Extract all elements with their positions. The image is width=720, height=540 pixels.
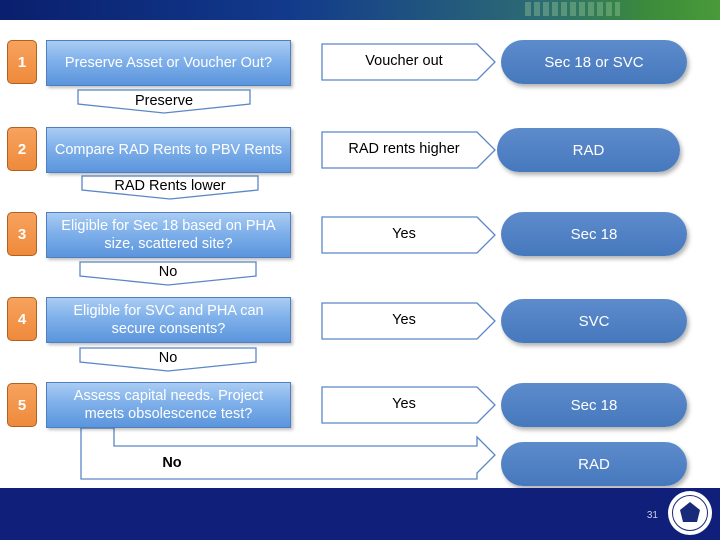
down-label-4: No	[158, 350, 178, 366]
page-number: 31	[646, 510, 658, 521]
footer-bar: 31	[0, 488, 720, 540]
side-label-3: Yes	[392, 226, 416, 242]
outcome-2: RAD	[497, 128, 680, 172]
down-arrow-2	[81, 175, 259, 200]
agency-seal-icon	[668, 491, 712, 535]
down-label-3: No	[158, 264, 178, 280]
outcome-4: SVC	[501, 299, 687, 343]
final-no-arrow	[80, 427, 496, 480]
question-box-5: Assess capital needs. Project meets obso…	[46, 382, 291, 428]
side-label-4: Yes	[392, 312, 416, 328]
down-arrow-3	[79, 261, 257, 286]
down-arrow-1	[77, 89, 251, 114]
side-arrow-1	[321, 43, 496, 81]
down-label-1: Preserve	[134, 93, 194, 109]
question-box-2: Compare RAD Rents to PBV Rents	[46, 127, 291, 173]
step-number-5: 5	[7, 383, 37, 427]
question-box-1: Preserve Asset or Voucher Out?	[46, 40, 291, 86]
side-arrow-3	[321, 216, 496, 254]
top-banner	[0, 0, 720, 20]
final-no-label: No	[162, 455, 182, 471]
step-number-2: 2	[7, 127, 37, 171]
outcome-3: Sec 18	[501, 212, 687, 256]
outcome-final: RAD	[501, 442, 687, 486]
down-label-2: RAD Rents lower	[114, 178, 226, 194]
banner-logo-mark	[525, 2, 620, 16]
side-arrow-5	[321, 386, 496, 424]
outcome-1: Sec 18 or SVC	[501, 40, 687, 84]
question-box-4: Eligible for SVC and PHA can secure cons…	[46, 297, 291, 343]
side-arrow-2	[321, 131, 496, 169]
side-label-1: Voucher out	[365, 53, 443, 69]
step-number-1: 1	[7, 40, 37, 84]
step-number-3: 3	[7, 212, 37, 256]
side-label-5: Yes	[392, 396, 416, 412]
question-box-3: Eligible for Sec 18 based on PHA size, s…	[46, 212, 291, 258]
down-arrow-4	[79, 347, 257, 372]
outcome-5: Sec 18	[501, 383, 687, 427]
side-label-2: RAD rents higher	[348, 141, 460, 157]
side-arrow-4	[321, 302, 496, 340]
step-number-4: 4	[7, 297, 37, 341]
